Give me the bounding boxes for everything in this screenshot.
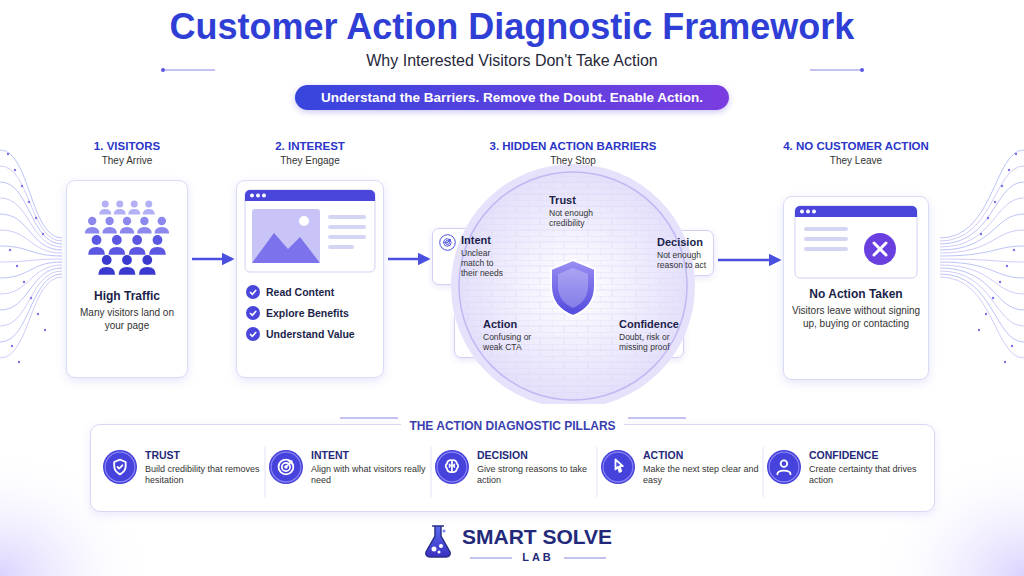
- pillars-panel: TRUST Build credibility that removes hesi…: [90, 424, 935, 512]
- barrier-text: Doubt, risk or missing proof: [619, 332, 679, 352]
- pillar-title: ACTION: [643, 449, 761, 461]
- card-title: High Traffic: [74, 289, 180, 303]
- step-subtitle: They Arrive: [52, 155, 202, 166]
- checklist-item: Understand Value: [266, 328, 355, 340]
- step-heading: 1. VISITORS: [52, 140, 202, 152]
- step-subtitle: They Leave: [769, 155, 943, 166]
- pillar-item: INTENT Align with what visitors really ne…: [269, 449, 429, 486]
- barrier-title: Trust: [549, 194, 597, 206]
- check-icon: [246, 285, 260, 299]
- page-illustration: [244, 189, 376, 273]
- pillar-item: TRUST Build credibility that removes hesi…: [103, 449, 263, 486]
- stage-card: 2. INTERESTThey EngageRead ContentExplor…: [236, 140, 384, 378]
- check-icon: [246, 306, 260, 320]
- pillar-text: Align with what visitors really need: [311, 464, 429, 486]
- crowd-illustration: [75, 189, 179, 281]
- pillar-text: Create certainty that drives action: [809, 464, 927, 486]
- pillar-title: INTENT: [311, 449, 429, 461]
- window-illustration: [794, 205, 918, 279]
- flow-arrow: [388, 258, 428, 261]
- icon: [435, 450, 469, 484]
- barrier-title: Action: [483, 318, 535, 330]
- barrier-title: Decision: [657, 236, 707, 248]
- diagram-title: Customer Action Diagnostic Framework: [0, 6, 1024, 48]
- step-subtitle: They Engage: [222, 155, 398, 166]
- icon: [269, 450, 303, 484]
- pillar-text: Build credibility that removes hesitatio…: [145, 464, 263, 486]
- pillar-item: DECISION Give strong reasons to take acti…: [435, 449, 595, 486]
- flow-arrow: [192, 258, 232, 261]
- pillar-title: DECISION: [477, 449, 595, 461]
- flow-arrow: [718, 259, 779, 262]
- card-title: No Action Taken: [791, 287, 921, 301]
- checklist-item: Explore Benefits: [266, 307, 349, 319]
- subtitle: Why Interested Visitors Don't Take Actio…: [0, 52, 1024, 70]
- card-frame: No Action TakenVisitors leave without si…: [783, 196, 929, 380]
- step-heading: 3. HIDDEN ACTION BARRIERS: [432, 140, 714, 152]
- icon: [601, 450, 635, 484]
- barrier-text: Unclear match to their needs: [461, 248, 505, 279]
- step-heading: 4. NO CUSTOMER ACTION: [769, 140, 943, 152]
- stage-card: 4. NO CUSTOMER ACTIONThey LeaveNo Action…: [783, 140, 929, 380]
- pillar-item: ACTION Make the next step clear and easy: [601, 449, 761, 486]
- panel-heading: THE ACTION DIAGNOSTIC PILLARS: [401, 419, 623, 433]
- barrier-text: Not enough credibility: [549, 208, 597, 228]
- card-frame: Read ContentExplore BenefitsUnderstand V…: [236, 180, 384, 378]
- check-icon: [246, 327, 260, 341]
- barrier-text: Not enough reason to act: [657, 250, 707, 270]
- checklist-item: Read Content: [266, 286, 334, 298]
- barrier-title: Confidence: [619, 318, 679, 330]
- pillar-title: TRUST: [145, 449, 263, 461]
- step-subtitle: They Stop: [432, 155, 714, 166]
- card-text: Many visitors land on your page: [74, 307, 180, 332]
- barrier-circle: TrustNot enough credibilityIntentUnclear…: [432, 140, 714, 404]
- pillar-title: CONFIDENCE: [809, 449, 927, 461]
- logo-sub: LAB: [462, 551, 614, 563]
- card-frame: High TrafficMany visitors land on your p…: [66, 180, 188, 378]
- icon: [439, 234, 456, 251]
- card-text: Visitors leave without signing up, buyin…: [791, 305, 921, 330]
- logo-name: SMART SOLVE: [462, 525, 614, 549]
- pillar-text: Make the next step clear and easy: [643, 464, 761, 486]
- icon: [103, 450, 137, 484]
- stage-card: 1. VISITORSThey ArriveHigh TrafficMany v…: [66, 140, 188, 378]
- barrier-box: IntentUnclear match to their needs: [432, 228, 512, 285]
- logo-flask: [426, 526, 451, 557]
- step-heading: 2. INTEREST: [222, 140, 398, 152]
- banner-text: Understand the Barriers. Remove the Doub…: [321, 90, 703, 105]
- barrier-title: Intent: [461, 234, 505, 246]
- icon: [767, 450, 801, 484]
- pillar-item: CONFIDENCE Create certainty that drives a…: [767, 449, 927, 486]
- barrier-text: Confusing or weak CTA: [483, 332, 535, 352]
- banner-pill: Understand the Barriers. Remove the Doub…: [295, 85, 729, 110]
- pillar-text: Give strong reasons to take action: [477, 464, 595, 486]
